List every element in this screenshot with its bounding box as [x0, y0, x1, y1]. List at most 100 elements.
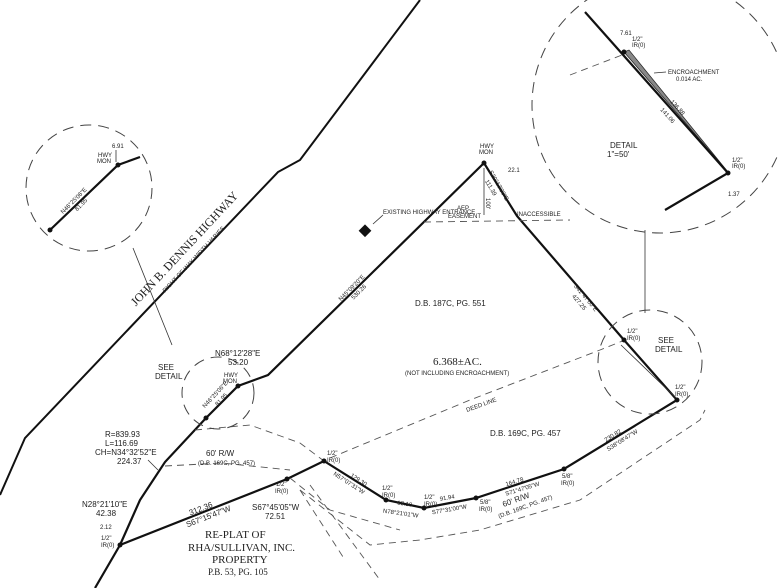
row-ref: (D.B. 169C, PG. 457) — [198, 461, 255, 467]
svg-text:1/2": 1/2" — [382, 486, 392, 492]
bearing-n28: N28°21'10"E — [82, 500, 127, 509]
dist-s67a: 72.51 — [265, 512, 286, 521]
lot-boundary — [94, 161, 679, 588]
svg-text:1/2": 1/2" — [101, 536, 111, 542]
hwy-mon-label-top: HWY — [480, 144, 494, 150]
detail-right-bottom-dist: 1.37 — [728, 192, 740, 198]
curve-chord-dist: 224.37 — [117, 457, 142, 466]
highway-name: JOHN B. DENNIS HIGHWAY — [128, 188, 241, 308]
encroachment-label: ENCROACHMENT — [668, 70, 720, 76]
encroachment-acres: 0.014 AC. — [676, 77, 703, 83]
title-block: RE-PLAT OF RHA/SULLIVAN, INC. PROPERTY P… — [188, 529, 295, 577]
dist-2-12: 2.12 — [100, 525, 112, 531]
see-detail-circle-right — [597, 309, 703, 415]
title-line1: RE-PLAT OF — [205, 529, 266, 541]
svg-text:IR(0): IR(0) — [675, 392, 688, 398]
entrance-label: EXISTING HIGHWAY ENTRANCE — [383, 210, 475, 216]
svg-text:IR(0): IR(0) — [479, 507, 492, 513]
svg-text:1/2": 1/2" — [675, 385, 685, 391]
title-line4: P.B. 53, PG. 105 — [208, 567, 268, 577]
aep-label: AEP — [457, 206, 469, 212]
easement-label: EASEMENT — [448, 214, 481, 220]
inaccessible-label: INACCESSIBLE — [517, 212, 561, 218]
detail-dash — [569, 54, 623, 76]
curve-leader — [147, 459, 159, 471]
detail-left-line — [49, 155, 141, 231]
dist-22: 22.1 — [508, 168, 520, 174]
detail-right-line — [584, 11, 730, 211]
dist-n78: 68.10 — [397, 501, 413, 509]
highway-label: JOHN B. DENNIS HIGHWAY RIGHT OF WAY WIDT… — [128, 188, 241, 308]
curve-radius: R=839.93 — [105, 430, 140, 439]
detail-pin: IR(0) — [732, 164, 745, 170]
highway-entrance-marker — [358, 224, 372, 238]
svg-text:1/2": 1/2" — [327, 451, 337, 457]
see-detail-left: SEE — [158, 363, 174, 372]
detail-hwy: HWY — [98, 153, 112, 159]
detail-scale: 1"=50' — [607, 150, 630, 159]
detail-left-dist: 6.91 — [112, 144, 124, 150]
bearing-n78: N78°21'01"W — [382, 509, 419, 520]
svg-text:1/2": 1/2" — [276, 482, 286, 488]
detail-right-top-dist: 7.61 — [620, 31, 632, 37]
svg-text:1/2": 1/2" — [627, 329, 637, 335]
detail-title: DETAIL — [610, 141, 638, 150]
svg-text:IR(0): IR(0) — [424, 502, 437, 508]
svg-text:5/8": 5/8" — [480, 500, 490, 506]
svg-text:1/2": 1/2" — [424, 495, 434, 501]
detail-pin: IR(0) — [632, 43, 645, 49]
dist-s71: 164.78 — [505, 477, 525, 488]
detail-circle-small — [181, 356, 255, 430]
deed-ref-2: D.B. 169C, PG. 457 — [490, 429, 561, 438]
hwy-mon-label: HWY — [224, 373, 238, 379]
curve-length: L=116.69 — [105, 439, 139, 448]
acreage: 6.368±AC. — [433, 356, 482, 368]
deed-line-label: DEED LINE — [466, 397, 498, 413]
svg-text:IR(0): IR(0) — [561, 481, 574, 487]
see-detail-right: SEE — [658, 336, 674, 345]
encroachment-area — [623, 49, 729, 173]
easement-line — [423, 219, 571, 223]
svg-text:IR(0): IR(0) — [327, 458, 340, 464]
detail-circle-right — [531, 0, 778, 234]
detail-pin: 1/2" — [632, 37, 642, 43]
dist-n28: 42.38 — [96, 509, 117, 518]
acreage-note: (NOT INCLUDING ENCROACHMENT) — [405, 371, 509, 377]
svg-text:IR(0): IR(0) — [382, 493, 395, 499]
survey-points — [47, 49, 731, 548]
svg-text:IR(0): IR(0) — [275, 489, 288, 495]
dist-n68: 53.20 — [228, 358, 249, 367]
row-line-south2 — [289, 477, 401, 531]
dist-s77: 91.94 — [439, 494, 455, 503]
see-detail-right: DETAIL — [655, 345, 683, 354]
dim-100: 100' — [484, 198, 490, 209]
row-label: 60' R/W — [206, 449, 235, 458]
deed-line — [329, 337, 631, 459]
row-line-lower — [164, 462, 291, 471]
hwy-mon-label: MON — [223, 379, 237, 385]
hwy-mon-label-top: MON — [479, 150, 493, 156]
bearing-n68: N68°12'28"E — [215, 349, 260, 358]
detail-pin: 1/2" — [732, 158, 742, 164]
curve-chord: CH=N34°32'52"E — [95, 448, 157, 457]
iron-pin-labels: 1/2"IR(0) 1/2"IR(0) 1/2"IR(0) 1/2"IR(0) … — [101, 329, 688, 549]
title-line3: PROPERTY — [212, 554, 268, 566]
row-line-south — [299, 409, 706, 546]
detail-mon: MON — [97, 159, 111, 165]
entrance-leader — [372, 214, 384, 225]
encroachment-leader — [653, 71, 667, 74]
bearing-leader — [299, 489, 346, 561]
svg-text:5/8": 5/8" — [562, 474, 572, 480]
bearing-leader — [309, 484, 381, 581]
deed-ref-1: D.B. 187C, PG. 551 — [415, 299, 486, 308]
bearing-s67a: S67°45'05"W — [252, 503, 300, 512]
svg-text:IR(0): IR(0) — [101, 543, 114, 549]
row-line-upper — [194, 424, 325, 462]
svg-text:IR(0): IR(0) — [627, 336, 640, 342]
highway-boundary-line — [0, 0, 421, 496]
encroachment-strip — [620, 344, 677, 399]
see-detail-left: DETAIL — [155, 372, 183, 381]
title-line2: RHA/SULLIVAN, INC. — [188, 542, 295, 554]
detail-circle-left — [25, 124, 153, 252]
